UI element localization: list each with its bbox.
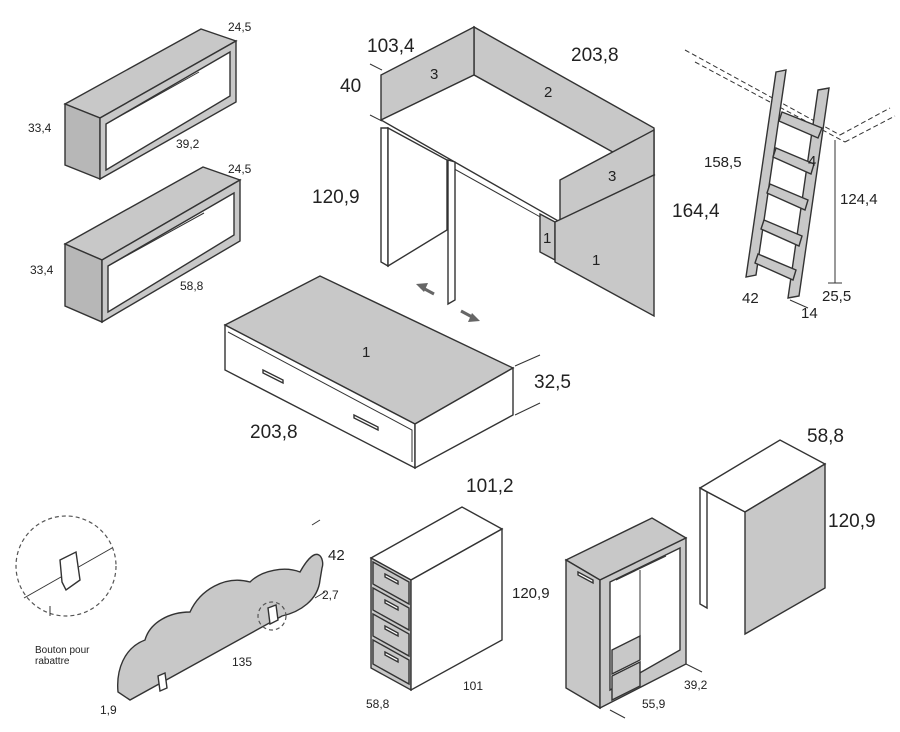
drawer-handle	[384, 598, 399, 612]
drawer-unit-side	[410, 527, 503, 692]
ladder-label-4: 4	[808, 153, 816, 170]
loft-dim-length: 203,8	[571, 45, 619, 66]
trundle-side	[414, 366, 514, 470]
ladder-dim-offset: 25,5	[822, 288, 851, 305]
ladder-rung	[766, 183, 809, 211]
ladder: 158,5 124,4 42 14 25,5 4	[684, 49, 896, 322]
drawer-front	[372, 586, 410, 632]
wardrobe-drawer	[611, 660, 641, 702]
shelf-top: 24,5 33,4 39,2	[28, 20, 252, 181]
shelf-bottom-height: 33,4	[30, 263, 54, 277]
desk-dim-top: 58,8	[807, 426, 844, 447]
drawer-dim-top: 101,2	[466, 476, 514, 497]
desk-dim-height: 120,9	[828, 511, 876, 532]
ladder-dim-width: 42	[742, 290, 759, 307]
ladder-rung	[778, 111, 823, 139]
loft-label-2: 2	[544, 84, 552, 101]
drawer-dim-width: 58,8	[366, 697, 390, 711]
loft-leg-mid	[447, 159, 456, 306]
latch-zoom-circle	[257, 601, 287, 631]
headboard-dim-base: 1,9	[100, 703, 117, 717]
headboard: Bouton pour rabattre 42 2,7 135 1,9	[15, 515, 345, 717]
loft-dim-guard: 40	[340, 76, 361, 97]
drawer-front	[372, 638, 410, 686]
drawer-handle	[353, 413, 379, 432]
drawer-dim-height: 120,9	[512, 585, 550, 602]
shelf-top-opening	[105, 50, 231, 172]
latch-detail-icon	[59, 550, 81, 592]
latch-icon	[157, 671, 168, 693]
shelf-top-side	[64, 102, 101, 181]
latch-icon	[267, 604, 279, 626]
desk-leg-left	[699, 486, 708, 610]
loft-dim-total: 164,4	[672, 201, 720, 222]
drawer-front	[372, 560, 410, 606]
drawer-stack	[372, 560, 410, 686]
desk-leg-right	[744, 462, 826, 636]
drawer-handle	[384, 572, 399, 586]
shelf-bottom-opening	[107, 191, 235, 314]
headboard-panel	[117, 553, 324, 701]
detail-circle	[15, 515, 117, 617]
wardrobe-door	[565, 558, 601, 710]
wardrobe: 39,2 55,9	[564, 517, 708, 719]
wardrobe-handle	[577, 570, 594, 585]
loft-label-3b: 3	[608, 168, 616, 185]
ladder-dim-depth: 14	[801, 305, 818, 322]
drawer-dim-depth: 101	[463, 679, 483, 693]
wardrobe-dim-depth: 39,2	[684, 678, 708, 692]
shelf-bottom-depth: 58,8	[180, 279, 204, 293]
ladder-dim-height: 124,4	[840, 191, 878, 208]
note-line-1: Bouton pour	[35, 645, 90, 656]
trundle-label-1: 1	[362, 344, 370, 361]
shelf-top-depth: 39,2	[176, 137, 200, 151]
loft-label-1a: 1	[543, 230, 551, 247]
desk-panel: 58,8 120,9	[698, 426, 876, 636]
ladder-rung	[754, 253, 797, 281]
shelf-top-width: 24,5	[228, 20, 252, 34]
wardrobe-drawer	[611, 634, 641, 676]
drawer-handle	[384, 624, 399, 638]
drawer-unit: 101,2 120,9 101 58,8	[366, 476, 550, 711]
drawer-handle	[384, 650, 399, 664]
loft-label-3a: 3	[430, 66, 438, 83]
drawer-front	[372, 612, 410, 658]
shelf-bottom: 24,5 33,4 58,8	[30, 162, 252, 324]
shelf-top-height: 33,4	[28, 121, 52, 135]
headboard-dim-height: 42	[328, 547, 345, 564]
drawer-handle	[262, 368, 284, 385]
loft-leg-left-side	[387, 126, 448, 268]
loft-leg-left	[380, 127, 389, 268]
note-line-2: rabattre	[35, 656, 70, 667]
loft-label-1b: 1	[592, 252, 600, 269]
loft-bed: 103,4 203,8 40 120,9 164,4 2 3 3 1 1	[312, 25, 720, 322]
wardrobe-dim-width: 55,9	[642, 697, 666, 711]
ladder-rail-left	[745, 69, 787, 278]
loft-panel-right	[554, 173, 655, 318]
ladder-rung	[760, 219, 803, 247]
loft-dim-top: 103,4	[367, 36, 415, 57]
ladder-dim-length: 158,5	[704, 154, 742, 171]
ladder-rung	[772, 147, 815, 175]
trundle: 1 203,8 32,5	[223, 275, 571, 470]
loft-dim-height: 120,9	[312, 187, 360, 208]
trundle-dim-length: 203,8	[250, 422, 298, 443]
headboard-dim-length: 135	[232, 655, 252, 669]
headboard-dim-thick: 2,7	[322, 588, 339, 602]
trundle-dim-height: 32,5	[534, 372, 571, 393]
shelf-bottom-width: 24,5	[228, 162, 252, 176]
slide-arrow-icon	[416, 283, 480, 322]
